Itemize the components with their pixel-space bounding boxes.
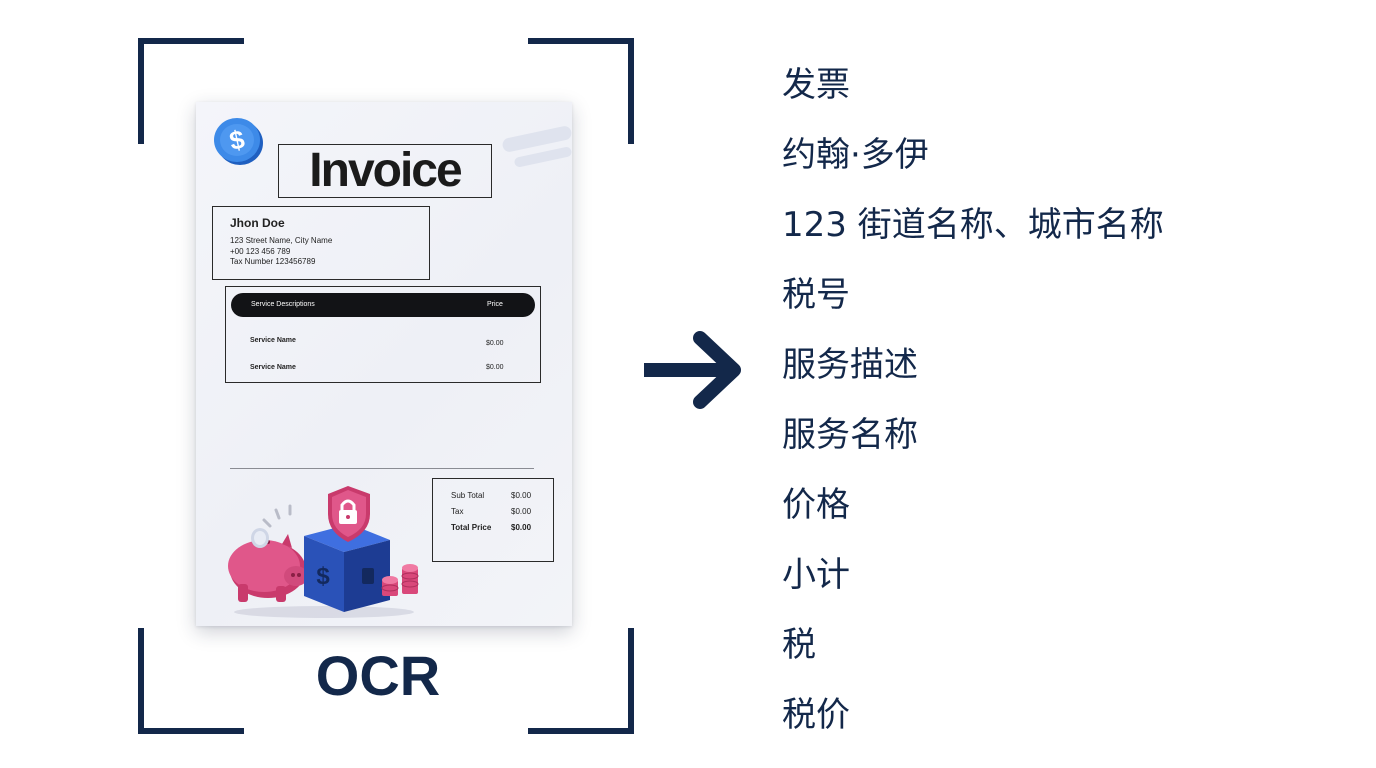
header-price: Price <box>487 301 503 308</box>
service-name: Service Name <box>250 337 296 344</box>
list-item: 发票 <box>782 65 850 105</box>
divider-line <box>230 468 534 469</box>
list-item: 服务描述 <box>782 345 918 385</box>
extracted-text-list: 发票 约翰·多伊 123 街道名称、城市名称 税号 服务描述 服务名称 价格 小… <box>782 60 1362 760</box>
scan-bracket-bottom-right <box>528 628 634 734</box>
invoice-title: Invoice <box>309 144 462 197</box>
decorative-smudge <box>513 146 572 168</box>
finance-illustration: $ <box>228 486 419 618</box>
shield-lock-icon <box>328 486 370 542</box>
svg-text:$: $ <box>227 124 248 156</box>
total-label: Total Price <box>451 523 492 532</box>
services-table-header: Service Descriptions Price <box>231 293 535 317</box>
ocr-label: OCR <box>315 644 441 707</box>
service-price: $0.00 <box>486 364 504 371</box>
service-name: Service Name <box>250 364 296 371</box>
subtotal-label: Sub Total <box>451 491 485 500</box>
list-item: 税 <box>782 625 816 665</box>
safe-icon: $ <box>304 524 390 612</box>
scan-bracket-top-left <box>138 38 244 144</box>
list-item: 价格 <box>782 485 850 525</box>
header-description: Service Descriptions <box>251 301 315 308</box>
customer-tax-number: Tax Number 123456789 <box>230 257 316 266</box>
list-item: 服务名称 <box>782 415 918 455</box>
scan-bracket-top-right <box>528 38 634 144</box>
totals-box: Sub Total $0.00 Tax $0.00 Total Price $0… <box>432 478 554 562</box>
piggy-bank-icon <box>228 528 308 602</box>
customer-address-box: Jhon Doe 123 Street Name, City Name +00 … <box>212 206 430 280</box>
sparkle-lines-icon <box>262 504 292 528</box>
tax-value: $0.00 <box>511 507 532 516</box>
scan-bracket-bottom-left <box>138 628 244 734</box>
list-item: 税号 <box>782 275 850 315</box>
coin-stack-icon <box>381 564 419 596</box>
invoice-title-box: Invoice <box>278 144 492 198</box>
total-value: $0.00 <box>511 523 532 532</box>
list-item: 税价 <box>782 695 850 735</box>
customer-phone: +00 123 456 789 <box>230 246 291 256</box>
invoice-document: $ Invoice Jhon Doe 123 Street Name, City… <box>196 102 572 626</box>
dollar-coin-icon: $ <box>214 118 263 165</box>
services-table: Service Descriptions Price Service Name … <box>225 286 541 383</box>
right-arrow-icon <box>644 331 741 409</box>
customer-address: 123 Street Name, City Name <box>230 236 333 245</box>
customer-name: Jhon Doe <box>230 216 285 230</box>
tax-label: Tax <box>451 507 464 516</box>
list-item: 小计 <box>782 555 850 595</box>
subtotal-value: $0.00 <box>511 491 532 500</box>
list-item: 123 街道名称、城市名称 <box>782 205 1164 245</box>
svg-text:$: $ <box>316 563 330 590</box>
list-item: 约翰·多伊 <box>782 135 929 175</box>
service-price: $0.00 <box>486 340 504 347</box>
